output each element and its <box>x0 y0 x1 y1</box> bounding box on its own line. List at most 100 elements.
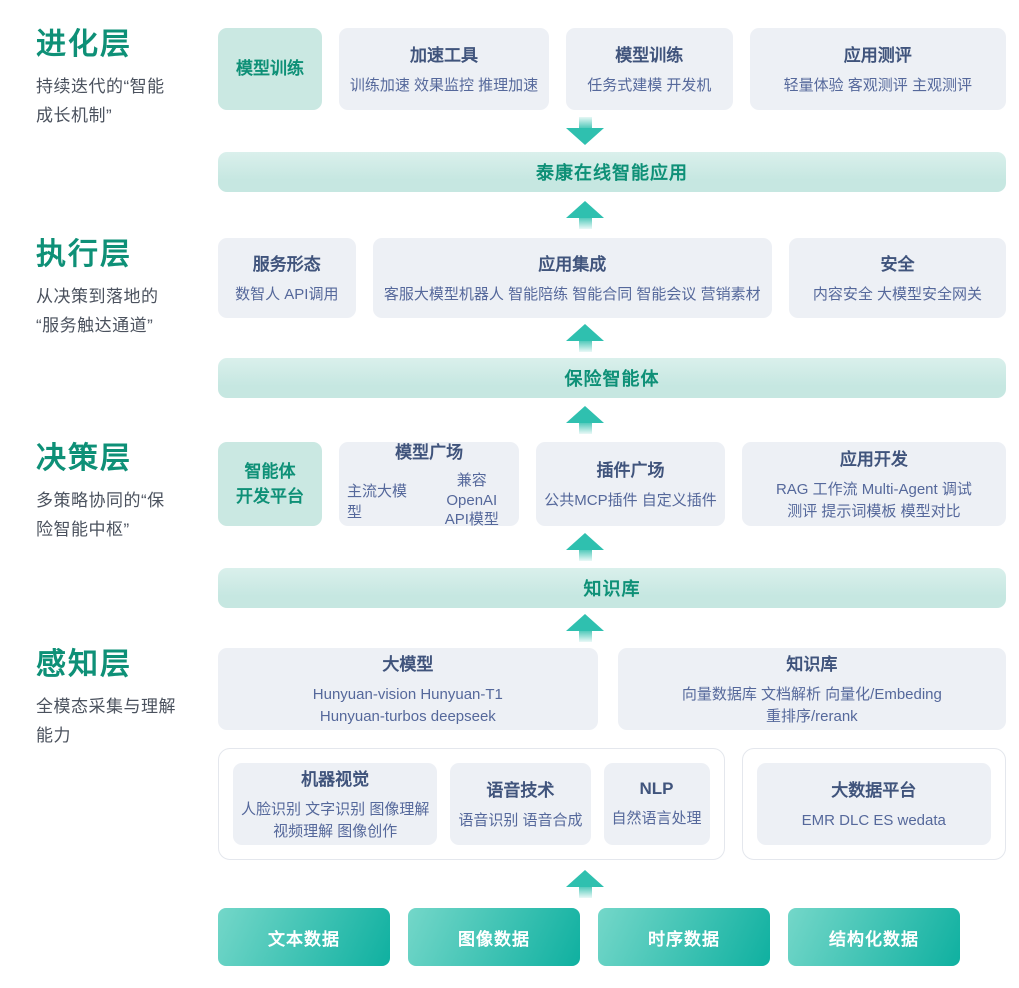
large-model-box: 大模型 Hunyuan-vision Hunyuan-T1 Hunyuan-tu… <box>218 648 598 730</box>
bigdata-platform-title: 大数据平台 <box>831 781 917 801</box>
perception-layer-title: 感知层 <box>36 648 132 681</box>
decision-layer-subtitle: 多策略协同的“保 险智能中枢” <box>36 487 218 545</box>
model-training-title: 模型训练 <box>615 46 684 66</box>
app-integration-items: 客服大模型机器人 智能陪练 智能合同 智能会议 营销素材 <box>383 286 761 304</box>
execution-layer-title: 执行层 <box>36 238 132 271</box>
knowledge-base-box: 知识库 向量数据库 文档解析 向量化/Embeding 重排序/rerank <box>617 648 1006 730</box>
banner-taikang-intelligent-app: 泰康在线智能应用 <box>218 152 1006 192</box>
service-forms-box: 服务形态 数智人 API调用 <box>218 238 356 318</box>
plugin-plaza-title: 插件广场 <box>596 461 665 481</box>
timeseries-data-button: 时序数据 <box>598 908 770 966</box>
speech-tech-items: 语音识别 语音合成 <box>458 812 583 830</box>
perception-subtitle-line1: 全模态采集与理解 <box>36 697 176 716</box>
acceleration-tools-items: 训练加速 效果监控 推理加速 <box>349 77 539 95</box>
plugin-plaza-box: 插件广场 公共MCP插件 自定义插件 <box>536 442 725 526</box>
app-evaluation-items: 轻量体验 客观测评 主观测评 <box>783 77 972 95</box>
large-model-title: 大模型 <box>382 655 434 675</box>
nlp-title: NLP <box>639 778 674 798</box>
bigdata-container: 大数据平台 EMR DLC ES wedata <box>741 748 1006 860</box>
machine-vision-box: 机器视觉 人脸识别 文字识别 图像理解 视频理解 图像创作 <box>233 763 438 845</box>
evolution-layer-band: 进化层 持续迭代的“智能 成长机制” 模型训练 加速工具 训练加速 效果监控 推… <box>0 28 1019 125</box>
data-source-row: 文本数据 图像数据 时序数据 结构化数据 <box>218 908 1019 966</box>
execution-layer-band: 执行层 从决策到落地的 “服务触达通道” 服务形态 数智人 API调用 应用集成… <box>0 238 1019 335</box>
security-title: 安全 <box>880 255 915 275</box>
flow-gap <box>0 398 1019 442</box>
execution-subtitle-line2: “服务触达通道” <box>36 315 154 335</box>
model-plaza-title: 模型广场 <box>395 443 464 463</box>
image-data-button: 图像数据 <box>408 908 580 966</box>
perception-layer-label: 感知层 全模态采集与理解 能力 <box>0 648 218 860</box>
model-plaza-items: 主流大模型 兼容OpenAI API模型 <box>347 471 511 530</box>
banner-insurance-agent: 保险智能体 <box>218 358 1006 398</box>
app-development-items-line1: RAG 工作流 Multi-Agent 调试 <box>775 481 972 499</box>
app-development-title: 应用开发 <box>839 450 908 470</box>
acceleration-tools-title: 加速工具 <box>410 46 479 66</box>
flow-gap <box>0 608 1019 648</box>
evolution-layer-content: 模型训练 加速工具 训练加速 效果监控 推理加速 模型训练 任务式建模 开发机 … <box>218 28 1006 110</box>
decision-layer-content: 智能体 开发平台 模型广场 主流大模型 兼容OpenAI API模型 插件广场 … <box>218 442 1006 528</box>
nlp-items: 自然语言处理 <box>611 809 702 827</box>
text-data-button: 文本数据 <box>218 908 390 966</box>
perception-layer-band: 感知层 全模态采集与理解 能力 大模型 Hunyuan-vision Hunyu… <box>0 648 1019 860</box>
knowledge-base-items-line1: 向量数据库 文档解析 向量化/Embeding <box>681 686 942 704</box>
model-training-box: 模型训练 任务式建模 开发机 <box>566 28 733 110</box>
decision-layer-title: 决策层 <box>36 442 132 475</box>
execution-layer-content: 服务形态 数智人 API调用 应用集成 客服大模型机器人 智能陪练 智能合同 智… <box>218 238 1006 318</box>
arrow-up-icon <box>566 201 604 229</box>
evolution-subtitle-line2: 成长机制” <box>36 105 113 125</box>
evolution-subtitle-line1: 持续迭代的“智能 <box>36 77 165 96</box>
arrow-up-icon <box>566 406 604 434</box>
perception-layer-subtitle: 全模态采集与理解 能力 <box>36 693 218 751</box>
app-development-box: 应用开发 RAG 工作流 Multi-Agent 调试 测评 提示词模板 模型对… <box>741 442 1006 526</box>
agent-dev-platform-line1: 智能体 <box>244 461 296 481</box>
knowledge-base-items-line2: 重排序/rerank <box>766 708 858 725</box>
decision-subtitle-line2: 险智能中枢” <box>36 519 130 539</box>
model-plaza-item1: 主流大模型 <box>347 482 408 521</box>
model-training-highlight-box: 模型训练 <box>218 28 322 110</box>
app-integration-title: 应用集成 <box>538 255 607 275</box>
speech-tech-box: 语音技术 语音识别 语音合成 <box>450 763 591 845</box>
machine-vision-title: 机器视觉 <box>301 770 370 790</box>
evolution-layer-subtitle: 持续迭代的“智能 成长机制” <box>36 73 218 131</box>
perception-subtitle-line2: 能力 <box>36 725 71 745</box>
model-plaza-box: 模型广场 主流大模型 兼容OpenAI API模型 <box>339 442 520 528</box>
service-forms-items: 数智人 API调用 <box>235 286 339 304</box>
bigdata-platform-items: EMR DLC ES wedata <box>801 812 946 830</box>
acceleration-tools-box: 加速工具 训练加速 效果监控 推理加速 <box>339 28 550 110</box>
large-model-items-line1: Hunyuan-vision Hunyuan-T1 <box>312 686 503 704</box>
security-box: 安全 内容安全 大模型安全网关 <box>788 238 1006 318</box>
model-training-highlight-label: 模型训练 <box>236 59 304 79</box>
nlp-box: NLP 自然语言处理 <box>603 763 710 845</box>
flow-gap <box>0 318 1019 358</box>
plugin-plaza-items: 公共MCP插件 自定义插件 <box>544 492 717 510</box>
ai-capabilities-container: 机器视觉 人脸识别 文字识别 图像理解 视频理解 图像创作 语音技术 语音识别 … <box>218 748 725 860</box>
agent-dev-platform-line2: 开发平台 <box>236 487 304 506</box>
arrow-up-icon <box>566 324 604 352</box>
large-model-items-line2: Hunyuan-turbos deepseek <box>319 708 496 725</box>
flow-gap <box>0 110 1019 152</box>
machine-vision-items-line1: 人脸识别 文字识别 图像理解 <box>241 801 430 819</box>
app-integration-box: 应用集成 客服大模型机器人 智能陪练 智能合同 智能会议 营销素材 <box>372 238 772 318</box>
model-plaza-item2-line1: 兼容OpenAI <box>446 472 498 509</box>
evolution-layer-title: 进化层 <box>36 28 132 61</box>
structured-data-button: 结构化数据 <box>788 908 960 966</box>
app-evaluation-title: 应用测评 <box>843 46 912 66</box>
model-plaza-item2-line2: API模型 <box>444 511 499 529</box>
arrow-up-icon <box>566 533 604 561</box>
arrow-down-icon <box>566 117 604 145</box>
model-plaza-item2: 兼容OpenAI API模型 <box>432 471 511 530</box>
knowledge-base-title: 知识库 <box>786 655 838 675</box>
bigdata-platform-box: 大数据平台 EMR DLC ES wedata <box>756 763 991 845</box>
arrow-up-icon <box>566 614 604 642</box>
decision-layer-band: 决策层 多策略协同的“保 险智能中枢” 智能体 开发平台 模型广场 主流大模型 … <box>0 442 1019 539</box>
app-development-items-line2: 测评 提示词模板 模型对比 <box>787 503 961 520</box>
execution-subtitle-line1: 从决策到落地的 <box>36 287 159 306</box>
banner-knowledge-base: 知识库 <box>218 568 1006 608</box>
execution-layer-label: 执行层 从决策到落地的 “服务触达通道” <box>0 238 218 335</box>
speech-tech-title: 语音技术 <box>486 781 555 801</box>
evolution-layer-label: 进化层 持续迭代的“智能 成长机制” <box>0 28 218 125</box>
flow-gap <box>0 526 1019 568</box>
perception-layer-content: 大模型 Hunyuan-vision Hunyuan-T1 Hunyuan-tu… <box>218 648 1006 860</box>
decision-subtitle-line1: 多策略协同的“保 <box>36 491 165 510</box>
flow-gap <box>0 860 1019 908</box>
